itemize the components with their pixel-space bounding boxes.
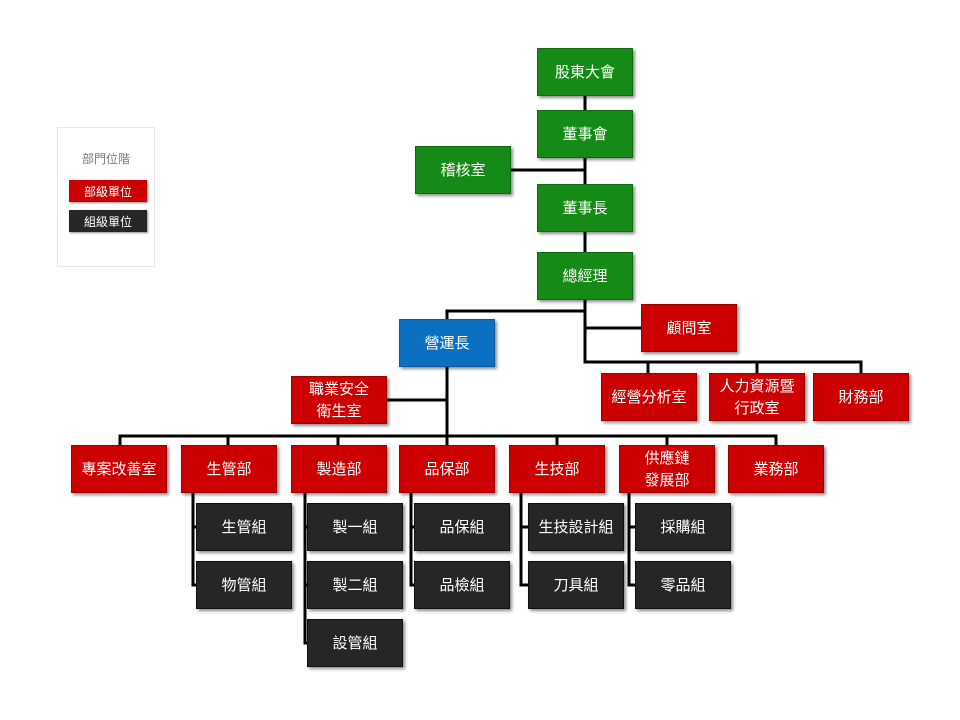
node-business-analysis: 經營分析室	[601, 373, 697, 421]
node-group-eng-design: 生技設計組	[528, 503, 624, 551]
node-advisor: 顧問室	[641, 304, 737, 352]
node-hr-admin: 人力資源暨 行政室	[709, 373, 805, 421]
node-group-mfg-1: 製一組	[307, 503, 403, 551]
eng-group-line	[519, 490, 530, 587]
node-group-parts: 零品組	[635, 561, 731, 609]
node-board: 董事會	[537, 110, 633, 158]
mfg-group-line	[303, 490, 309, 645]
node-group-material-control: 物管組	[196, 561, 292, 609]
node-group-purchasing: 採購組	[635, 503, 731, 551]
node-chairman: 董事長	[537, 184, 633, 232]
node-shareholders: 股東大會	[537, 48, 633, 96]
node-finance: 財務部	[813, 373, 909, 421]
legend-group-chip: 組級單位	[69, 210, 147, 232]
node-safety: 職業安全 衛生室	[291, 376, 387, 424]
node-improvement: 專案改善室	[71, 445, 167, 493]
sc-group-line	[627, 490, 637, 587]
node-manufacturing: 製造部	[291, 445, 387, 493]
node-group-inspection: 品檢組	[414, 561, 510, 609]
node-group-tooling: 刀具組	[528, 561, 624, 609]
node-group-qa: 品保組	[414, 503, 510, 551]
node-group-production-control: 生管組	[196, 503, 292, 551]
legend-title: 部門位階	[81, 152, 130, 166]
node-sales: 業務部	[728, 445, 824, 493]
node-coo: 營運長	[399, 319, 495, 367]
node-audit: 稽核室	[415, 146, 511, 194]
node-group-equipment: 設管組	[307, 619, 403, 667]
node-production-mgmt: 生管部	[181, 445, 277, 493]
node-gm: 總經理	[537, 252, 633, 300]
legend: 部門位階 部級單位 組級單位	[57, 127, 155, 267]
node-quality: 品保部	[399, 445, 495, 493]
legend-department-chip: 部級單位	[69, 180, 147, 202]
node-supply-chain: 供應鏈 發展部	[619, 445, 715, 493]
qa-group-line	[409, 490, 416, 587]
node-engineering: 生技部	[509, 445, 605, 493]
node-group-mfg-2: 製二組	[307, 561, 403, 609]
prod-group-line	[191, 490, 198, 587]
